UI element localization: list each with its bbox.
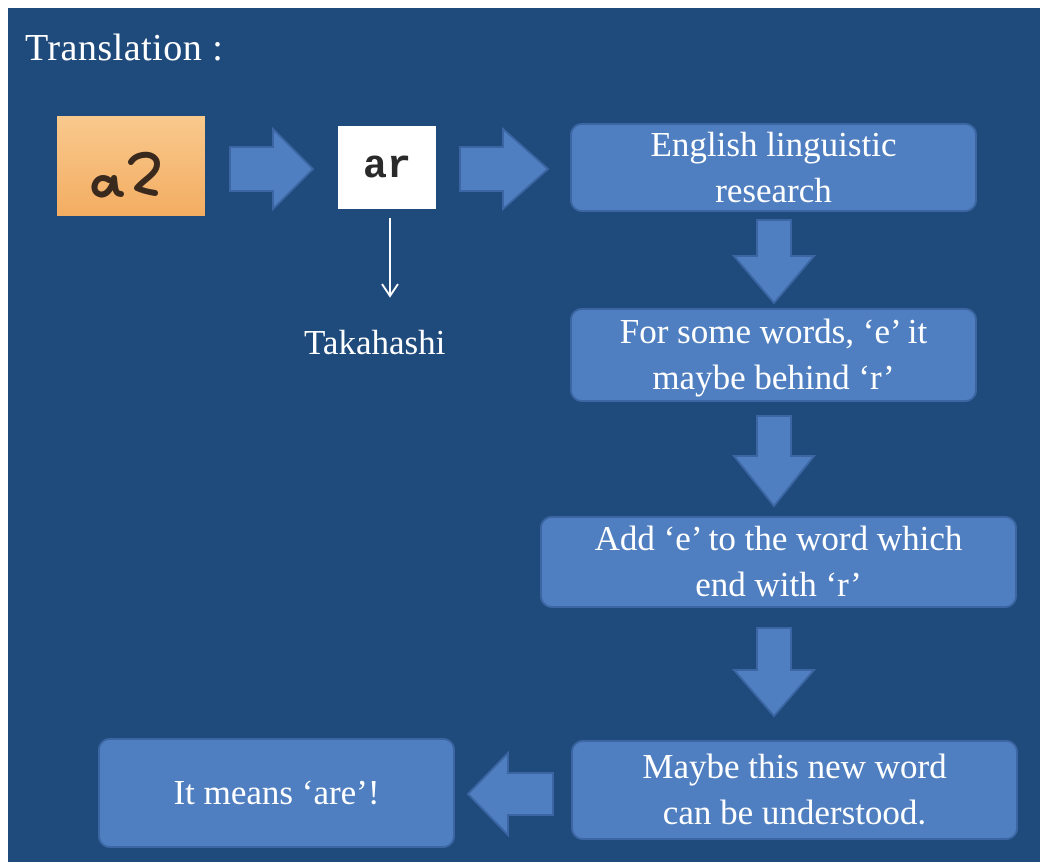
arrow-right-2 xyxy=(459,126,550,212)
arrow-right-1 xyxy=(229,126,315,212)
arrow-down-1 xyxy=(731,219,817,305)
step-1-line-2: research xyxy=(715,170,832,210)
takahashi-label: Takahashi xyxy=(304,323,446,362)
conclusion-box: It means ‘are’! xyxy=(98,738,455,848)
typed-sample-text: ar xyxy=(362,145,411,190)
slide-background: Translation : ar Takahashi English lingu… xyxy=(8,8,1040,862)
step-box-add-e: Add ‘e’ to the word which end with ‘r’ xyxy=(540,516,1017,608)
step-3-line-2: end with ‘r’ xyxy=(695,565,862,604)
step-box-research: English linguistic research xyxy=(570,123,977,212)
step-1-line-1: English linguistic xyxy=(650,124,897,164)
step-4-line-2: can be understood. xyxy=(662,793,927,832)
arrow-down-thin-head xyxy=(381,283,399,298)
step-2-line-2: maybe behind ‘r’ xyxy=(652,358,895,397)
step-3-line-1: Add ‘e’ to the word which xyxy=(594,519,963,558)
arrow-down-3 xyxy=(731,627,817,718)
arrow-down-2 xyxy=(731,415,817,508)
handwritten-ar-glyph xyxy=(91,151,160,198)
handwritten-sample-image xyxy=(57,116,205,216)
typed-sample-image: ar xyxy=(338,126,436,209)
flow-arrows xyxy=(229,126,817,838)
page-title: Translation : xyxy=(25,27,224,69)
conclusion-text: It means ‘are’! xyxy=(173,773,380,812)
step-4-line-1: Maybe this new word xyxy=(642,747,947,786)
step-2-line-1: For some words, ‘e’ it xyxy=(619,312,928,351)
step-box-behind-r: For some words, ‘e’ it maybe behind ‘r’ xyxy=(570,308,977,402)
arrow-left-1 xyxy=(466,750,554,838)
step-box-understood: Maybe this new word can be understood. xyxy=(571,740,1018,840)
